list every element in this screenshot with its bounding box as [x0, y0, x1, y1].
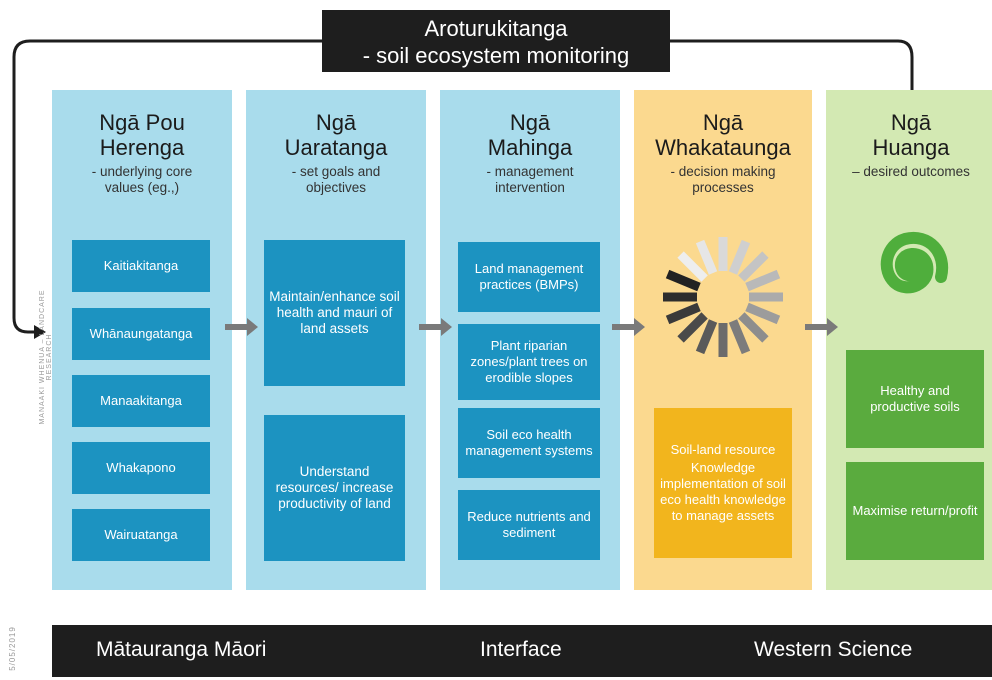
subtitle-line-2: processes: [692, 180, 754, 195]
sunburst-spoke: [677, 251, 708, 282]
right-arrow-icon: [419, 318, 452, 336]
column-nga-uaratanga: Ngā Uaratanga - set goals and objectives…: [246, 90, 426, 590]
heading-line-2: Huanga: [872, 135, 950, 160]
heading-line-1: Ngā: [890, 110, 932, 135]
intervention-box-bmps: Land management practices (BMPs): [458, 242, 600, 312]
heading-line-1: Ngā: [702, 110, 744, 135]
value-box-whakapono: Whakapono: [72, 442, 210, 494]
column-subtitle: - underlying core values (eg.,): [52, 164, 232, 196]
subtitle-line-1: - decision making: [670, 164, 776, 179]
subtitle-line-2: intervention: [495, 180, 565, 195]
sunburst-spoke: [665, 269, 701, 292]
column-subtitle: - decision making processes: [634, 164, 812, 196]
heading-line-2: Herenga: [99, 135, 185, 160]
goal-box-productivity: Understand resources/ increase productiv…: [264, 415, 405, 561]
value-box-kaitiakitanga: Kaitiakitanga: [72, 240, 210, 292]
sunburst-spoke: [677, 312, 708, 343]
column-nga-huanga: Ngā Huanga – desired outcomes Healthy an…: [826, 90, 992, 590]
value-box-whanaungatanga: Whānaungatanga: [72, 308, 210, 360]
decision-box-body: Knowledge implementation of soil eco hea…: [660, 460, 786, 523]
column-heading: Ngā Mahinga: [440, 110, 620, 160]
outcome-box-return: Maximise return/profit: [846, 462, 984, 560]
subtitle-line-1: – desired outcomes: [852, 164, 970, 179]
decision-box-title: Soil-land resource: [670, 442, 776, 457]
right-arrow-icon: [805, 318, 838, 336]
sunburst-spoke: [695, 319, 718, 355]
matauranga-maori-label: Mātauranga Māori: [96, 638, 267, 661]
interface-label: Interface: [480, 638, 562, 661]
column-heading: Ngā Pou Herenga: [52, 110, 232, 160]
side-caption: MANAAKI WHENUA – LANDCARE RESEARCH: [39, 289, 53, 425]
title-line-1: Aroturukitanga: [424, 16, 568, 41]
sunburst-spoke: [738, 251, 769, 282]
sunburst-spoke: [745, 269, 781, 292]
right-arrow-icon: [225, 318, 258, 336]
column-heading: Ngā Whakataunga: [634, 110, 812, 160]
column-heading: Ngā Huanga: [826, 110, 992, 160]
sunburst-spoke: [665, 302, 701, 325]
column-subtitle: - management intervention: [440, 164, 620, 196]
subtitle-line-2: objectives: [305, 180, 367, 195]
heading-line-2: Uaratanga: [284, 135, 388, 160]
sunburst-spoke: [728, 319, 751, 355]
intervention-box-nutrients: Reduce nutrients and sediment: [458, 490, 600, 560]
column-nga-pou-herenga: Ngā Pou Herenga - underlying core values…: [52, 90, 232, 590]
title-box: Aroturukitanga - soil ecosystem monitori…: [322, 10, 670, 72]
sunburst-spoke: [745, 302, 781, 325]
column-nga-mahinga: Ngā Mahinga - management intervention La…: [440, 90, 620, 590]
subtitle-line-2: values (eg.,): [104, 180, 180, 195]
intervention-box-riparian: Plant riparian zones/plant trees on erod…: [458, 324, 600, 400]
heading-line-1: Ngā Pou: [99, 110, 185, 135]
knowledge-spectrum-bar: Mātauranga Māori Interface Western Scien…: [52, 625, 992, 677]
heading-line-1: Ngā: [509, 110, 551, 135]
sunburst-spoke: [738, 312, 769, 343]
decision-box: Soil-land resource Knowledge implementat…: [654, 408, 792, 558]
sunburst-icon: [663, 237, 783, 357]
heading-line-1: Ngā: [315, 110, 357, 135]
column-nga-whakataunga: Ngā Whakataunga - decision making proces…: [634, 90, 812, 590]
column-subtitle: - set goals and objectives: [246, 164, 426, 196]
goal-box-soil-health: Maintain/enhance soil health and mauri o…: [264, 240, 405, 386]
sunburst-spoke: [695, 239, 718, 275]
column-subtitle: – desired outcomes: [826, 164, 992, 180]
heading-line-2: Mahinga: [487, 135, 573, 160]
title-line-2: - soil ecosystem monitoring: [362, 43, 630, 68]
date-caption: 5/05/2019: [7, 626, 17, 671]
spiral-icon: [880, 231, 949, 294]
intervention-box-eco-health: Soil eco health management systems: [458, 408, 600, 478]
outcome-box-healthy-soils: Healthy and productive soils: [846, 350, 984, 448]
heading-line-2: Whakataunga: [655, 135, 791, 160]
column-heading: Ngā Uaratanga: [246, 110, 426, 160]
subtitle-line-1: - management: [486, 164, 574, 179]
value-box-manaakitanga: Manaakitanga: [72, 375, 210, 427]
value-box-wairuatanga: Wairuatanga: [72, 509, 210, 561]
western-science-label: Western Science: [754, 638, 913, 661]
subtitle-line-1: - set goals and: [291, 164, 381, 179]
subtitle-line-1: - underlying core: [91, 164, 193, 179]
right-arrow-icon: [612, 318, 645, 336]
sunburst-spoke: [728, 239, 751, 275]
